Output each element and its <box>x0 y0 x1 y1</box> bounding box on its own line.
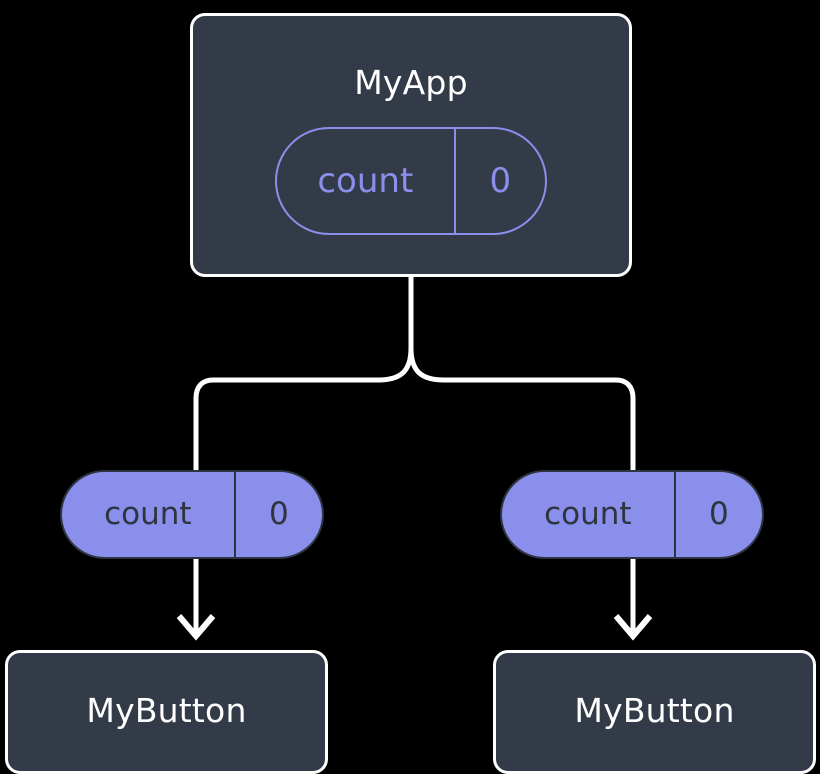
node-mybutton-right-label: MyButton <box>574 690 735 730</box>
state-pill-branch-right[interactable]: count 0 <box>500 470 764 559</box>
node-mybutton-left-label: MyButton <box>86 690 247 730</box>
arrow-head-right-icon <box>613 614 653 641</box>
state-pill-branch-left-value: 0 <box>233 472 322 557</box>
state-pill-myapp[interactable]: count 0 <box>275 127 547 235</box>
state-pill-branch-right-value: 0 <box>673 472 762 557</box>
edge-fork-right-branch <box>408 345 636 477</box>
node-mybutton-right[interactable]: MyButton <box>493 650 816 774</box>
edge-fork-left-branch <box>193 345 414 477</box>
state-pill-branch-right-key: count <box>544 496 632 532</box>
arrow-head-left-icon <box>176 614 216 641</box>
state-pill-myapp-value: 0 <box>453 129 545 233</box>
node-myapp-label: MyApp <box>354 63 468 102</box>
state-pill-branch-left[interactable]: count 0 <box>60 470 324 559</box>
state-pill-branch-left-key: count <box>104 496 192 532</box>
node-mybutton-left[interactable]: MyButton <box>5 650 328 774</box>
state-pill-myapp-key: count <box>317 161 414 201</box>
